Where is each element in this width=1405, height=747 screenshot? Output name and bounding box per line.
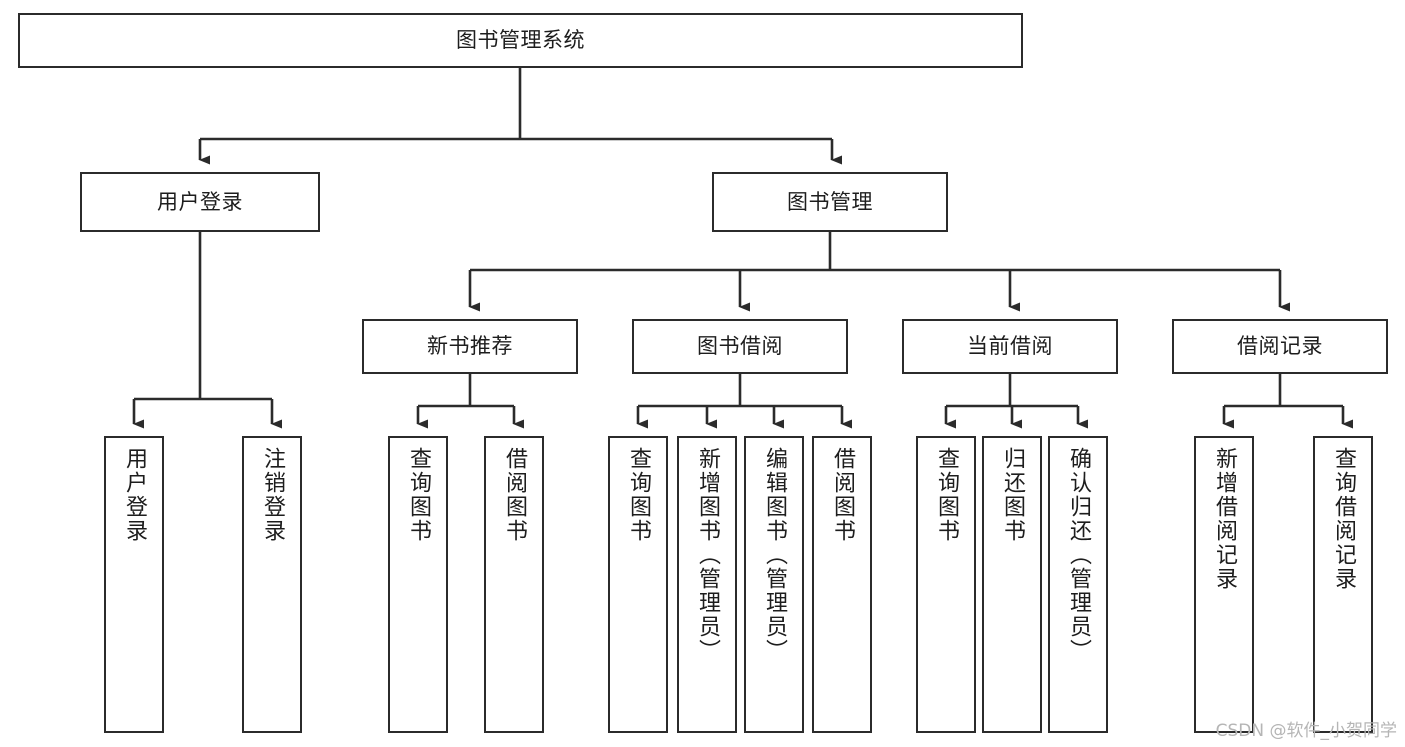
node-book-borrow-label: 图书借阅 <box>697 334 783 359</box>
node-current-borrow-label: 当前借阅 <box>967 334 1053 359</box>
edges-current-borrow-to-leaves <box>944 374 1088 429</box>
node-new-book-recommend[interactable]: 新书推荐 <box>362 319 578 374</box>
node-leaf-confirm-return-admin-label: 确认归还（管理员） <box>1066 447 1091 663</box>
node-borrow-record-label: 借阅记录 <box>1237 334 1323 359</box>
node-leaf-user-logout-label: 注销登录 <box>260 447 285 543</box>
node-leaf-return-book-label: 归还图书 <box>1000 447 1025 543</box>
node-root[interactable]: 图书管理系统 <box>18 13 1023 68</box>
node-new-book-recommend-label: 新书推荐 <box>427 334 513 359</box>
node-leaf-query-borrow-record[interactable]: 查询借阅记录 <box>1313 436 1373 733</box>
edges-user-login-to-leaves <box>132 232 282 429</box>
node-leaf-query-book-rec-label: 查询图书 <box>406 447 431 543</box>
node-leaf-edit-book-admin[interactable]: 编辑图书（管理员） <box>744 436 804 733</box>
node-leaf-add-borrow-record-label: 新增借阅记录 <box>1212 447 1237 591</box>
node-leaf-user-logout[interactable]: 注销登录 <box>242 436 302 733</box>
node-leaf-add-book-admin-label: 新增图书（管理员） <box>695 447 720 663</box>
node-leaf-query-book-borrow[interactable]: 查询图书 <box>608 436 668 733</box>
node-leaf-query-book-borrow-label: 查询图书 <box>626 447 651 543</box>
node-leaf-borrow-book-label: 借阅图书 <box>830 447 855 543</box>
node-leaf-borrow-book[interactable]: 借阅图书 <box>812 436 872 733</box>
node-leaf-user-login-label: 用户登录 <box>122 447 147 543</box>
node-leaf-query-book-current[interactable]: 查询图书 <box>916 436 976 733</box>
node-user-login-label: 用户登录 <box>157 189 243 214</box>
node-leaf-borrow-book-rec-label: 借阅图书 <box>502 447 527 543</box>
node-book-manage-label: 图书管理 <box>787 189 873 214</box>
node-leaf-return-book[interactable]: 归还图书 <box>982 436 1042 733</box>
edges-borrow-record-to-leaves <box>1222 374 1353 429</box>
node-leaf-query-borrow-record-label: 查询借阅记录 <box>1331 447 1356 591</box>
node-root-label: 图书管理系统 <box>456 28 585 53</box>
node-leaf-confirm-return-admin[interactable]: 确认归还（管理员） <box>1048 436 1108 733</box>
node-leaf-user-login[interactable]: 用户登录 <box>104 436 164 733</box>
node-leaf-add-book-admin[interactable]: 新增图书（管理员） <box>677 436 737 733</box>
node-book-manage[interactable]: 图书管理 <box>712 172 948 232</box>
edges-book-manage-to-level2 <box>468 232 1290 312</box>
node-leaf-borrow-book-rec[interactable]: 借阅图书 <box>484 436 544 733</box>
edges-new-book-recommend-to-leaves <box>416 374 524 429</box>
edges-root-to-level1 <box>198 68 842 165</box>
node-leaf-add-borrow-record[interactable]: 新增借阅记录 <box>1194 436 1254 733</box>
node-book-borrow[interactable]: 图书借阅 <box>632 319 848 374</box>
node-borrow-record[interactable]: 借阅记录 <box>1172 319 1388 374</box>
node-leaf-query-book-current-label: 查询图书 <box>934 447 959 543</box>
node-current-borrow[interactable]: 当前借阅 <box>902 319 1118 374</box>
node-leaf-edit-book-admin-label: 编辑图书（管理员） <box>762 447 787 663</box>
node-leaf-query-book-rec[interactable]: 查询图书 <box>388 436 448 733</box>
edges-book-borrow-to-leaves <box>636 374 852 429</box>
node-user-login[interactable]: 用户登录 <box>80 172 320 232</box>
csdn-watermark: CSDN @软件_小贺同学 <box>1215 721 1397 741</box>
